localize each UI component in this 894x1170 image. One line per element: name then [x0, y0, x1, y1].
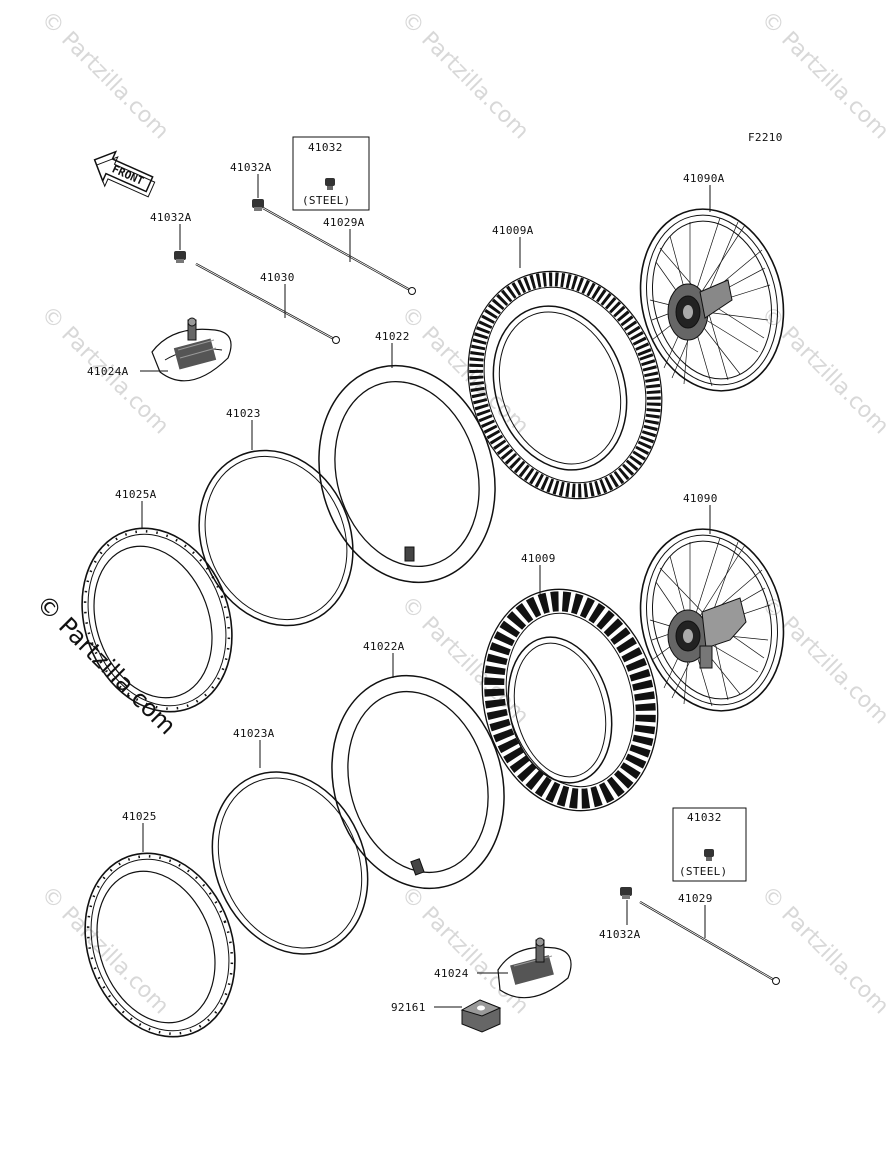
watermark-text: © Partzilla.com — [396, 882, 534, 1020]
tube-rear — [331, 674, 505, 890]
part-label-41032-rear: 41032 — [687, 811, 722, 824]
part-label-41022A: 41022A — [363, 640, 405, 653]
part-label-41032A-left: 41032A — [150, 211, 192, 224]
tire-rear — [481, 588, 659, 812]
nipple-left — [174, 251, 186, 263]
front-arrow: FRONT — [93, 150, 156, 198]
rim-lock-rear — [497, 937, 572, 999]
part-label-41023A: 41023A — [233, 727, 275, 740]
steel-nipple-icon-front — [325, 178, 335, 190]
watermark-text: © Partzilla.com — [756, 7, 894, 145]
part-label-41029: 41029 — [678, 892, 713, 905]
rim-band-rear — [211, 771, 369, 955]
part-label-41009: 41009 — [521, 552, 556, 565]
spoke-41029A — [262, 207, 416, 295]
part-label-41023: 41023 — [226, 407, 261, 420]
part-label-41022: 41022 — [375, 330, 410, 343]
part-label-41032A-upper: 41032A — [230, 161, 272, 174]
rim-front — [81, 527, 233, 713]
rim-rear — [84, 852, 236, 1038]
steel-nipple-box-rear: 41032 (STEEL) — [672, 807, 747, 882]
watermark-text: © Partzilla.com — [756, 882, 894, 1020]
steel-note-rear: (STEEL) — [679, 865, 727, 878]
rim-band-front — [198, 449, 354, 627]
wheel-assembly-front — [639, 208, 785, 392]
part-label-41025A: 41025A — [115, 488, 157, 501]
watermark-text: © Partzilla.com — [396, 302, 534, 440]
nipple-upper — [252, 199, 264, 211]
spoke-41029 — [639, 901, 780, 985]
steel-nipple-icon-rear — [704, 849, 714, 861]
part-label-41090: 41090 — [683, 492, 718, 505]
tube-front — [318, 364, 496, 584]
part-label-41024: 41024 — [434, 967, 469, 980]
rim-lock-front — [151, 317, 232, 382]
tire-front — [467, 270, 663, 500]
part-label-41025: 41025 — [122, 810, 157, 823]
nipple-rear — [620, 887, 632, 899]
watermark-text: © Partzilla.com — [756, 592, 894, 730]
part-label-41009A: 41009A — [492, 224, 534, 237]
steel-nipple-box-front: 41032 (STEEL) — [292, 136, 370, 211]
wheel-assembly-rear — [639, 528, 785, 712]
watermark-text: © Partzilla.com — [396, 7, 534, 145]
part-label-41024A: 41024A — [87, 365, 129, 378]
watermark-text: © Partzilla.com — [756, 302, 894, 440]
watermark-text: © Partzilla.com — [36, 882, 174, 1020]
rim-lock-nut — [460, 999, 502, 1033]
watermark-layer: © Partzilla.com © Partzilla.com © Partzi… — [31, 7, 894, 1020]
part-label-41032-front: 41032 — [308, 141, 343, 154]
spoke-41030 — [195, 263, 340, 344]
part-label-92161: 92161 — [391, 1001, 426, 1014]
part-label-41032A-rear: 41032A — [599, 928, 641, 941]
part-label-41030: 41030 — [260, 271, 295, 284]
watermark-text: © Partzilla.com — [36, 7, 174, 145]
steel-note-front: (STEEL) — [302, 194, 350, 207]
figure-code: F2210 — [748, 131, 783, 144]
part-label-41029A: 41029A — [323, 216, 365, 229]
part-label-41090A: 41090A — [683, 172, 725, 185]
